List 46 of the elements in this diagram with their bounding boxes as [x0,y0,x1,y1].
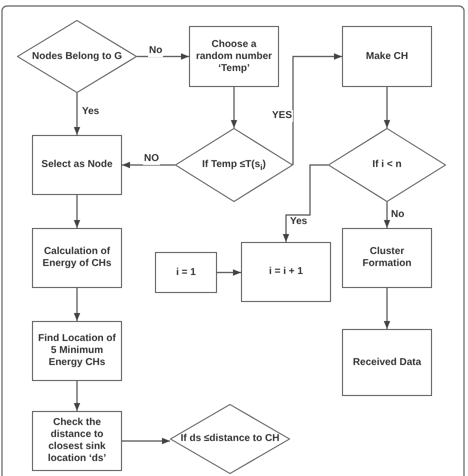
node-text: If ds ≤distance to CH [180,433,280,445]
node-text: Check the distance to closest sink location ‘ds’ [46,417,108,465]
decision-diamond [17,20,137,93]
node-text: If i < n [371,159,403,171]
process-box [32,135,122,195]
process-box [32,411,122,471]
edge-label: YES [271,110,294,122]
arrow [230,87,238,128]
process-box [241,242,331,302]
arrow [122,438,170,444]
process-box [342,329,432,396]
process-box [155,252,217,293]
edge-label: NO [143,153,160,165]
node-text: If Temp ≤T(s$_{i}$) [201,158,267,172]
node-text: Cluster Formation [362,246,412,270]
arrow [217,269,241,276]
node-text: Make CH [366,50,408,62]
process-box [32,321,122,381]
node-text: Choose a random number ‘Temp’ [194,38,274,74]
decision-diamond [328,128,446,202]
arrow [282,164,328,242]
node-text: Nodes Belong to G [31,50,123,62]
node-text: Calculation of Energy of CHs [42,246,112,270]
arrow [74,288,80,321]
process-box [189,26,279,87]
node-text: i = 1 [176,266,196,278]
node-text: Received Data [352,356,422,368]
arrow [384,87,390,128]
arrow [384,288,390,329]
decision-diamond [175,128,293,202]
edge-label: No [390,209,406,221]
arrow [292,53,342,165]
arrow [74,195,80,228]
arrow [122,162,175,168]
arrow [74,93,80,135]
process-box [32,228,122,288]
node-text: Select as Node [41,159,113,171]
arrow [74,381,80,411]
node-text: Find Location of 5 Minimum Energy CHs [37,333,117,369]
arrow [137,53,189,60]
process-box [342,26,432,87]
process-box [342,228,432,288]
decision-diamond [170,404,290,474]
edge-label: No [148,45,164,57]
node-text: i = i + 1 [269,266,303,278]
arrow [384,202,390,228]
